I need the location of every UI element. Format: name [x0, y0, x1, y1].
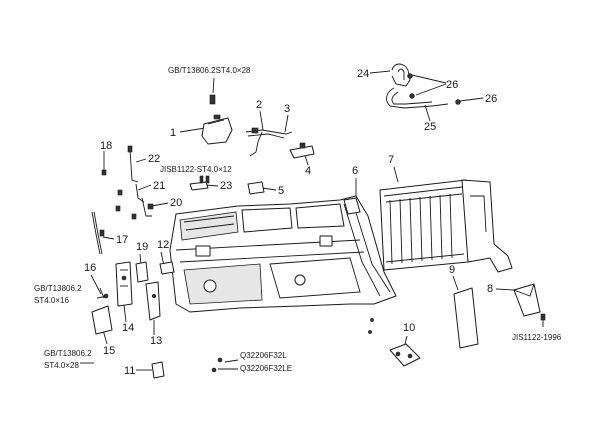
leader-lines: [80, 70, 544, 371]
callout-16: 16: [84, 262, 96, 274]
caption-q-code-2: Q32206F32LE: [240, 364, 292, 373]
callout-15: 15: [103, 345, 115, 357]
callout-19: 19: [136, 241, 148, 253]
part-17-rod: [91, 211, 105, 255]
part-14-bracket: [115, 261, 133, 307]
jis-screw-part: [540, 313, 546, 321]
callout-1: 1: [170, 127, 176, 139]
part-6-plate: [343, 197, 361, 215]
main-housing: [169, 195, 397, 313]
callout-26-upper: 26: [446, 79, 458, 91]
part-2-3-cable: [245, 127, 293, 157]
part-24-25-hose: [386, 63, 449, 109]
callout-21: 21: [153, 180, 165, 192]
caption-jisb-screw: JISB1122-ST4.0×12: [160, 165, 232, 174]
part-7-core: [379, 179, 513, 273]
part-19-clip: [135, 261, 149, 283]
callout-18: 18: [100, 140, 112, 152]
jisb-screw-part: [199, 175, 210, 184]
caption-gb-screw-top: GB/T13806.2ST4.0×28: [168, 66, 251, 75]
callout-11: 11: [124, 365, 135, 377]
callout-17: 17: [116, 234, 128, 246]
callout-24: 24: [357, 68, 369, 80]
callout-5: 5: [278, 185, 284, 197]
callout-25: 25: [424, 121, 436, 133]
callout-3: 3: [284, 103, 290, 115]
part-4-bracket: [289, 142, 315, 159]
part-20-link: [141, 197, 154, 217]
callout-10: 10: [403, 322, 415, 334]
part-23-link: [189, 181, 209, 191]
part-10-block: [389, 343, 421, 367]
callout-26-right: 26: [485, 93, 497, 105]
part-9-panel: [453, 287, 479, 349]
part-13-bracket: [145, 281, 161, 321]
screw-top-part: [209, 94, 216, 105]
callout-2: 2: [256, 99, 262, 111]
part-12-clip: [159, 261, 175, 275]
caption-jis-right: JIS1122-1996: [512, 333, 562, 342]
callout-20: 20: [170, 197, 182, 209]
callout-6: 6: [352, 165, 358, 177]
part-16-pin: [99, 287, 105, 299]
callout-7: 7: [388, 154, 394, 166]
part-5-clip: [247, 181, 265, 195]
part-15-cover: [91, 305, 113, 335]
callout-13: 13: [150, 335, 162, 347]
caption-gb-screw-bottom-2: ST4.0×28: [44, 361, 79, 370]
callout-9: 9: [449, 264, 455, 276]
caption-gb-screw-left-2: ST4.0×16: [34, 296, 69, 305]
part-21-rod: [135, 183, 145, 203]
part-1-actuator: [201, 114, 233, 145]
small-clips: [115, 189, 137, 220]
part-18-bolt: [101, 169, 107, 176]
callout-4: 4: [305, 165, 311, 177]
part-8-cup: [513, 283, 541, 317]
part-26-clamps: [407, 73, 461, 105]
caption-q-code-1: Q32206F32L: [240, 351, 287, 360]
part-11-bolt: [151, 361, 165, 379]
callout-8: 8: [487, 283, 493, 295]
callout-12: 12: [157, 239, 169, 251]
callout-23: 23: [220, 180, 232, 192]
part-22-rod: [127, 145, 139, 183]
caption-gb-screw-bottom-1: GB/T13806.2: [44, 349, 92, 358]
fastener-dots: [103, 293, 374, 373]
callout-14: 14: [122, 322, 134, 334]
callout-22: 22: [148, 153, 160, 165]
caption-gb-screw-left-1: GB/T13806.2: [34, 284, 82, 293]
